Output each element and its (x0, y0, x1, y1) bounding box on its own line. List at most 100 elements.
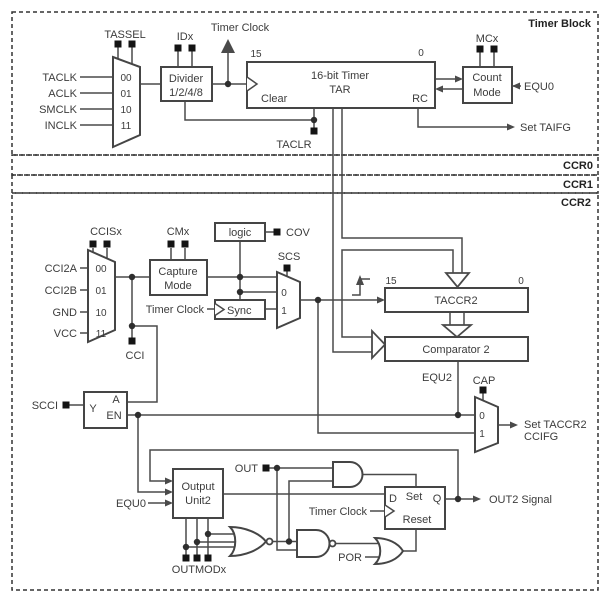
tar-label-line1: 16-bit Timer (311, 70, 369, 82)
taccr2-bit15-label: 15 (385, 276, 397, 287)
scs-label: SCS (278, 251, 301, 263)
ccr1-label: CCR1 (563, 179, 593, 191)
logic-box (214, 222, 266, 242)
signal-pads (62, 40, 498, 562)
dff-clock-triangle-icon (384, 504, 396, 518)
cci-pad-icon (128, 337, 136, 345)
or-gate (372, 536, 405, 566)
gnd-label: GND (53, 307, 78, 319)
ccr0-border (11, 154, 599, 176)
taccr2-bit0-label: 0 (518, 276, 524, 287)
ccis-code-00: 00 (95, 264, 107, 275)
sync-label: Sync (227, 305, 252, 317)
idx-pad-icon (174, 44, 182, 52)
taclk-label: TACLK (42, 72, 77, 84)
scs-mux-0-label: 0 (281, 288, 287, 299)
dff-set-label: Set (406, 491, 423, 503)
tassel-code-10: 10 (120, 105, 132, 116)
ccis-code-11: 11 (96, 329, 107, 340)
mcx-label: MCx (476, 33, 499, 45)
ccisx-pad-icon (89, 240, 97, 248)
tassel-code-11: 11 (121, 121, 132, 132)
ccis-code-10: 10 (95, 308, 107, 319)
cap-mux-0-label: 0 (479, 411, 485, 422)
taclr-label: TACLR (276, 139, 311, 151)
tar-rc-label: RC (412, 93, 428, 105)
scci-latch-box (83, 391, 128, 429)
output-unit2-label-line2: Unit2 (185, 495, 211, 507)
timer-block-label: Timer Block (528, 18, 592, 30)
logic-label: logic (229, 227, 252, 239)
por-label: POR (338, 552, 362, 564)
cci-label: CCI (126, 350, 145, 362)
out-label: OUT (235, 463, 259, 475)
nor-gate (227, 525, 268, 558)
cmx-pad-icon (181, 240, 189, 248)
divider-label-line2: 1/2/4/8 (169, 87, 203, 99)
count-mode-box (462, 66, 513, 104)
scs-mux (276, 270, 301, 330)
nor-gate-bubble (265, 537, 274, 546)
cci2b-label: CCI2B (45, 285, 77, 297)
vcc-label: VCC (54, 328, 77, 340)
cap-mux (474, 395, 499, 454)
ccr2-label: CCR2 (561, 197, 591, 209)
tassel-label: TASSEL (104, 29, 145, 41)
cmx-label: CMx (167, 226, 190, 238)
output-unit2-label-line1: Output (181, 481, 214, 493)
ccis-code-01: 01 (95, 286, 107, 297)
dff-d-label: D (389, 493, 397, 505)
equ0-top-label: EQU0 (524, 81, 554, 93)
ccr1-border (11, 174, 599, 194)
junction-dots (128, 80, 462, 551)
tassel-pad-icon (114, 40, 122, 48)
out2-signal-label: OUT2 Signal (489, 494, 552, 506)
output-unit2-box (172, 468, 224, 519)
ccr0-label: CCR0 (563, 160, 593, 172)
capture-mode-box (149, 259, 208, 296)
latch-y-label: Y (89, 403, 97, 415)
out-pad-icon (262, 464, 270, 472)
arrowheads (165, 39, 520, 507)
equ2-label: EQU2 (422, 372, 452, 384)
count-mode-label-line1: Count (472, 72, 501, 84)
latch-en-label: EN (106, 410, 121, 422)
idx-label: IDx (177, 31, 194, 43)
mcx-pad-icon (490, 45, 498, 53)
inclk-label: INCLK (45, 120, 78, 132)
tassel-pad-icon (128, 40, 136, 48)
ccisx-pad-icon (103, 240, 111, 248)
timer-clock-bottom-label: Timer Clock (309, 506, 368, 518)
tar-clock-triangle-icon (246, 76, 259, 92)
sync-clock-triangle-icon (214, 302, 226, 317)
comparator2-label: Comparator 2 (422, 344, 489, 356)
tassel-code-01: 01 (120, 89, 132, 100)
tar-label-line2: TAR (329, 84, 350, 96)
set-taccr2-ccifg-label-line1: Set TACCR2 (524, 419, 587, 431)
tar-bit15-label: 15 (250, 49, 262, 60)
outmodx-label: OUTMODx (172, 564, 227, 576)
comparator2-box (384, 336, 529, 362)
capture-mode-label-line2: Mode (164, 280, 192, 292)
cov-label: COV (286, 227, 311, 239)
and-gate (332, 461, 364, 488)
tar-box (246, 61, 436, 109)
tar-bit0-label: 0 (418, 48, 424, 59)
equ0-bottom-label: EQU0 (116, 498, 146, 510)
timer-clock-mid-label: Timer Clock (146, 304, 205, 316)
taccr2-label: TACCR2 (434, 295, 477, 307)
outmodx-pad-icon (204, 554, 212, 562)
scs-pad-icon (283, 264, 291, 272)
divider-box (160, 66, 213, 102)
cap-label: CAP (473, 375, 496, 387)
taclr-pad-icon (310, 127, 318, 135)
capture-edge-icon (356, 275, 364, 285)
tassel-code-00: 00 (120, 73, 132, 84)
timer-clock-top-label: Timer Clock (211, 22, 270, 34)
bus-arrow-into-comparator (371, 328, 387, 361)
count-mode-label-line2: Mode (473, 87, 501, 99)
smclk-label: SMCLK (39, 104, 78, 116)
dff-reset-label: Reset (403, 514, 432, 526)
dff-q-label: Q (433, 493, 442, 505)
